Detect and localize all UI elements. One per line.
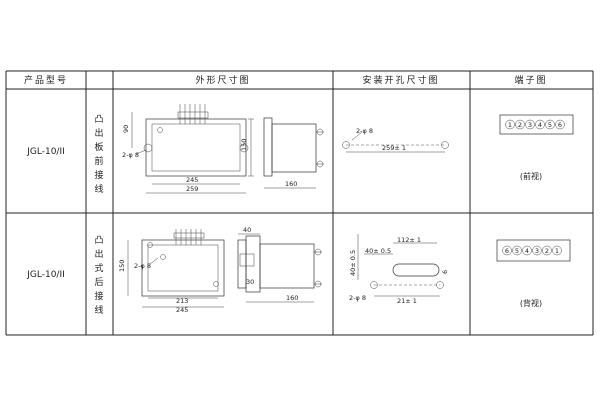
row1-terminal-pins xyxy=(177,104,209,124)
row2-wiring-char: 后 xyxy=(94,277,103,288)
row1-outline-hole-label: 2-φ 8 xyxy=(122,151,139,159)
row2-outline-height-label: 150 xyxy=(118,260,126,272)
row1-terminal-number: 1 xyxy=(508,121,512,129)
row2-terminal-number: 3 xyxy=(535,247,539,255)
row2-outline-width-label: 245 xyxy=(176,306,188,314)
row1-mounting-spacing-label: 259± 1 xyxy=(382,144,406,152)
row1-mounting-diagram: 2-φ 8 259± 1 xyxy=(342,127,449,153)
row2-mounting-spacing-label: 21± 1 xyxy=(397,297,417,305)
row1-outline-side-view: 160 xyxy=(263,117,324,189)
row1-wiring-char: 线 xyxy=(94,183,103,195)
row2-outline-hole-label: 2-φ 8 xyxy=(134,262,151,270)
row1-outline-width-label: 245 xyxy=(186,176,198,184)
table-grid xyxy=(5,70,594,336)
row1-terminal-number: 6 xyxy=(558,121,562,129)
row1-terminal-number: 4 xyxy=(538,121,542,129)
row1-outline-overall-width-label: 259 xyxy=(186,185,198,193)
row2-mounting-diagram: 112± 1 40± 0.5 40± 0.5 6 21± 1 2-φ 8 xyxy=(349,234,449,305)
row1-wiring-char: 板 xyxy=(94,141,103,153)
header-mounting-hole-dimensions: 安装开孔尺寸图 xyxy=(362,74,439,86)
row1-wiring-char: 凸 xyxy=(94,114,103,125)
row1-mounting-hole-label: 2-φ 8 xyxy=(356,127,373,135)
row1-wiring-type: 凸 出 板 前 接 线 xyxy=(94,114,103,195)
row2-mounting-offset-label: 40± 0.5 xyxy=(365,247,391,255)
row2-wiring-char: 式 xyxy=(94,262,103,274)
row1-terminal-number: 5 xyxy=(548,121,552,129)
header-terminal-diagram: 端子图 xyxy=(514,74,547,86)
header-outline-dimensions: 外形尺寸图 xyxy=(195,74,250,86)
row2-terminal-number: 6 xyxy=(505,247,509,255)
row2-terminal-numbers: 6 5 4 3 2 1 xyxy=(502,245,562,256)
row1-outline-front-view: 90 2-φ 8 150 245 259 xyxy=(122,104,254,194)
row2-mounting-slot-label: 112± 1 xyxy=(397,236,421,244)
row2-terminal-number: 1 xyxy=(555,247,559,255)
row2-terminal-number: 5 xyxy=(515,247,519,255)
row2-wiring-char: 接 xyxy=(94,290,103,302)
row2-side-depth-label: 160 xyxy=(286,294,298,302)
row2-outline-side-view: 40 30 160 xyxy=(237,226,322,303)
row1-model: JGL-10/II xyxy=(26,147,65,157)
row2-mounting-vertical-label: 40± 0.5 xyxy=(349,250,357,276)
row1-side-depth-label: 160 xyxy=(285,180,297,188)
row2-mounting-slot-height-label: 6 xyxy=(441,270,449,274)
row2-wiring-type: 凸 出 式 后 接 线 xyxy=(94,235,103,316)
row2-terminal-number: 2 xyxy=(545,247,549,255)
row1-wiring-char: 接 xyxy=(94,169,103,181)
row2-terminal-pins xyxy=(173,229,205,245)
row1-terminal-diagram: 1 2 3 4 5 6 (前视) xyxy=(499,114,574,181)
row2-model: JGL-10/II xyxy=(26,270,65,280)
row2-terminal-number: 4 xyxy=(525,247,529,255)
row2-outline-inner-width-label: 213 xyxy=(176,297,188,305)
row1-terminal-number: 3 xyxy=(528,121,532,129)
row2-terminal-caption: (背视) xyxy=(520,298,542,308)
row1-outline-top-label: 90 xyxy=(122,125,130,133)
row2-side-top-label: 40 xyxy=(243,226,251,234)
row2-wiring-char: 线 xyxy=(94,304,103,316)
row1-wiring-char: 出 xyxy=(94,127,103,139)
row1-terminal-number: 2 xyxy=(518,121,522,129)
row1-terminal-numbers: 1 2 3 4 5 6 xyxy=(505,119,565,130)
row2-outline-front-view: 150 2-φ 8 213 245 xyxy=(118,229,225,314)
row2-terminal-diagram: 6 5 4 3 2 1 (背视) xyxy=(496,239,571,308)
row2-wiring-char: 出 xyxy=(94,248,103,260)
row1-terminal-caption: (前视) xyxy=(520,171,542,181)
row1-outline-height-label: 150 xyxy=(240,139,248,151)
row2-wiring-char: 凸 xyxy=(94,235,103,246)
row2-mounting-hole-label: 2-φ 8 xyxy=(349,294,366,302)
row1-wiring-char: 前 xyxy=(94,155,103,167)
header-product-model: 产品型号 xyxy=(24,74,68,86)
row2-side-small-label: 30 xyxy=(246,278,254,286)
